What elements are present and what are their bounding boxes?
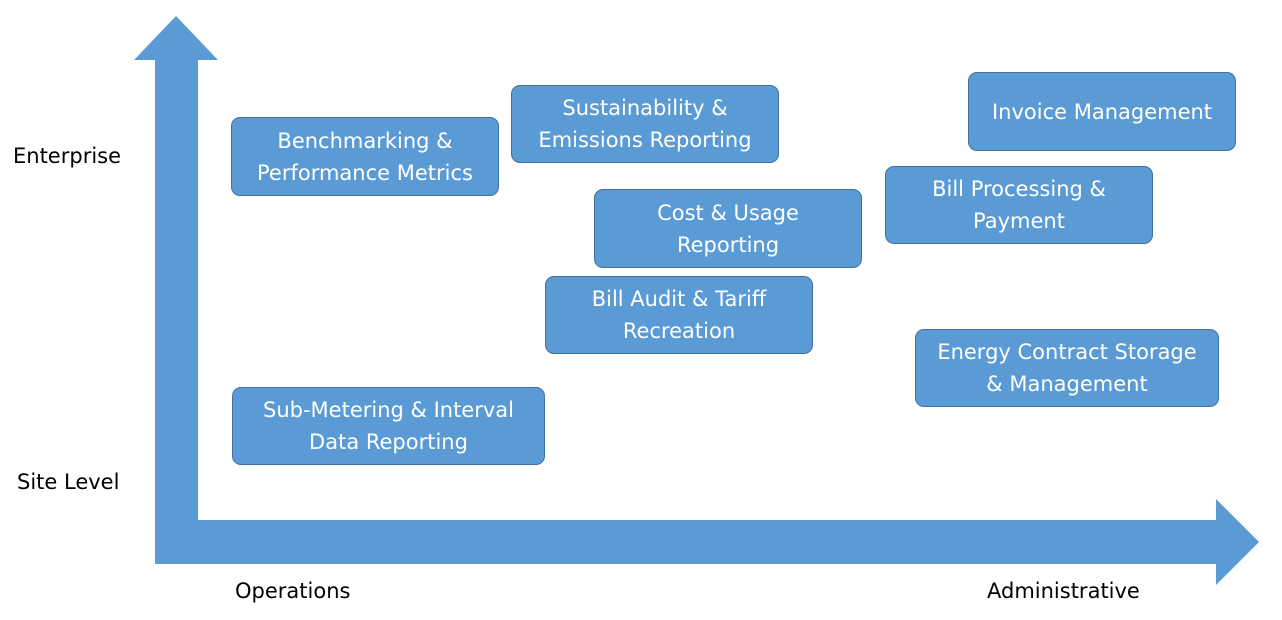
x-axis-right-label: Administrative <box>987 579 1140 603</box>
bill-audit-line2: Recreation <box>622 319 736 343</box>
bill-processing-line2: Payment <box>973 209 1065 233</box>
benchmarking-box: Benchmarking & Performance Metrics <box>231 117 499 196</box>
energy-contract-line2: & Management <box>986 372 1148 396</box>
bill-audit-line1: Bill Audit & Tariff <box>591 287 767 311</box>
sustainability-line1: Sustainability & <box>562 96 728 120</box>
bill-audit-box: Bill Audit & Tariff Recreation <box>545 276 813 354</box>
cost-usage-line2: Reporting <box>676 232 780 257</box>
y-axis-top-label: Enterprise <box>13 144 122 168</box>
energy-contract-box: Energy Contract Storage & Management <box>915 329 1219 407</box>
sub-metering-box: Sub-Metering & Interval Data Reporting <box>232 387 545 465</box>
bill-processing-line1: Bill Processing & <box>932 177 1106 201</box>
sustainability-box: Sustainability & Emissions Reporting <box>511 85 779 163</box>
y-axis-bottom-label: Site Level <box>17 470 120 494</box>
sub-metering-line2: Data Reporting <box>309 430 468 454</box>
cost-usage-box: Cost & Usage Reporting <box>594 189 862 268</box>
invoice-management-line1: Invoice Management <box>991 99 1213 124</box>
vertical-axis-arrow <box>134 16 1259 585</box>
energy-contract-line1: Energy Contract Storage <box>937 340 1197 364</box>
x-axis-left-label: Operations <box>235 579 351 603</box>
benchmarking-line1: Benchmarking & <box>277 128 453 153</box>
cost-usage-line1: Cost & Usage <box>657 200 799 225</box>
sub-metering-line1: Sub-Metering & Interval <box>263 398 514 422</box>
bill-processing-box: Bill Processing & Payment <box>885 166 1153 244</box>
sustainability-line2: Emissions Reporting <box>538 128 752 152</box>
benchmarking-line2: Performance Metrics <box>257 160 473 185</box>
invoice-management-box: Invoice Management <box>968 72 1236 151</box>
